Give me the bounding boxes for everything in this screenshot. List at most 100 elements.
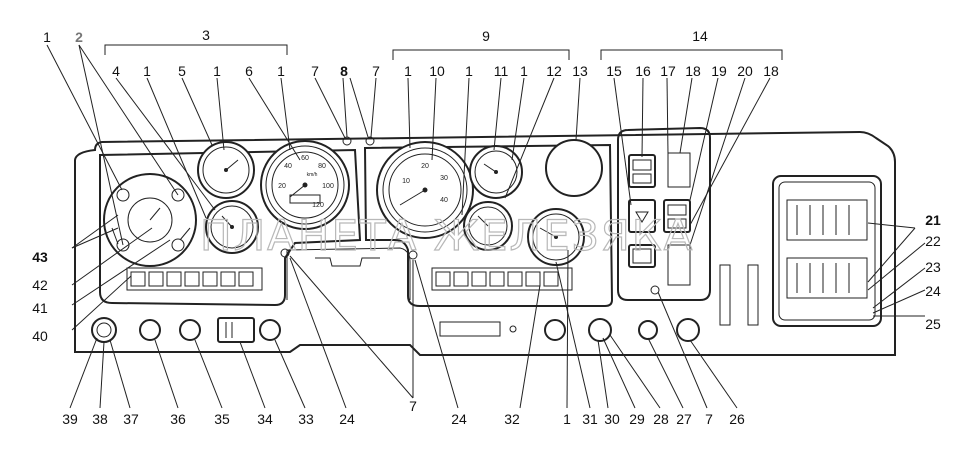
callout: 2 xyxy=(75,29,83,45)
top-callouts: 1 2 4 1 5 1 6 1 7 8 7 1 10 1 11 1 12 13 … xyxy=(43,29,779,79)
callout: 1 xyxy=(277,63,285,79)
control-knob-27[interactable] xyxy=(638,320,658,340)
control-knob-35[interactable] xyxy=(179,319,201,341)
callout: 7 xyxy=(311,63,319,79)
center-indicator-row xyxy=(431,267,573,291)
group-label: 9 xyxy=(482,28,490,44)
callout: 1 xyxy=(43,29,51,45)
callout: 36 xyxy=(170,411,186,427)
callout: 27 xyxy=(676,411,692,427)
label-plate xyxy=(439,321,501,337)
callout: 23 xyxy=(925,259,941,275)
callout: 1 xyxy=(520,63,528,79)
group-label: 14 xyxy=(692,28,708,44)
callout: 40 xyxy=(32,328,48,344)
tachometer-tick-label: 40 xyxy=(440,197,448,204)
vent-slot xyxy=(747,264,759,326)
callout: 42 xyxy=(32,277,48,293)
speedometer-unit: km/h xyxy=(307,172,318,178)
mounting-screw xyxy=(280,248,290,258)
callout: 38 xyxy=(92,411,108,427)
voltmeter-gauge xyxy=(463,201,513,251)
switch-blank-18 xyxy=(667,244,691,286)
watermark: ПЛАНЕТА ЖЕЛЕЗЯКА xyxy=(200,211,694,260)
ignition-switch[interactable] xyxy=(91,317,117,343)
callout: 1 xyxy=(465,63,473,79)
rocker-switch-20[interactable] xyxy=(628,244,656,268)
callout: 6 xyxy=(245,63,253,79)
speedometer-tick-label: 120 xyxy=(312,202,324,209)
speedometer-tick-label: 60 xyxy=(301,155,309,162)
callout: 30 xyxy=(604,411,620,427)
callout: 16 xyxy=(635,63,651,79)
speedometer-tick-label: 80 xyxy=(318,163,326,170)
left-callouts: 43 42 41 40 xyxy=(32,249,48,344)
callout: 35 xyxy=(214,411,230,427)
control-knob-26[interactable] xyxy=(676,318,700,342)
switch-panel xyxy=(617,126,711,301)
callout: 33 xyxy=(298,411,314,427)
callout: 21 xyxy=(925,212,941,228)
switch-blank-17 xyxy=(667,152,691,188)
fuel-gauge xyxy=(197,141,255,199)
callout: 13 xyxy=(572,63,588,79)
callout: 22 xyxy=(925,233,941,249)
group-label: 3 xyxy=(202,27,210,43)
callout: 41 xyxy=(32,300,48,316)
speedometer: 20 40 60 80 100 120 km/h xyxy=(260,140,350,230)
callout: 12 xyxy=(546,63,562,79)
callout: 24 xyxy=(339,411,355,427)
callout: 24 xyxy=(451,411,467,427)
control-knob-36[interactable] xyxy=(139,319,161,341)
callout: 1 xyxy=(213,63,221,79)
temperature-gauge xyxy=(205,200,259,254)
callout: 25 xyxy=(925,316,941,332)
vent-slot xyxy=(719,264,731,326)
speedometer-tick-label: 20 xyxy=(278,183,286,190)
group-bracket-9: 9 xyxy=(392,28,570,60)
callout: 43 xyxy=(32,249,48,265)
left-indicator-row xyxy=(126,267,263,291)
hazard-switch[interactable] xyxy=(628,199,656,233)
callout: 28 xyxy=(653,411,669,427)
mounting-screw xyxy=(408,250,418,260)
callout: 5 xyxy=(178,63,186,79)
control-knob-29[interactable] xyxy=(588,318,612,342)
center-recess xyxy=(286,247,411,300)
cigarette-lighter[interactable] xyxy=(509,325,517,333)
rocker-switch-19[interactable] xyxy=(663,199,691,233)
callout: 34 xyxy=(257,411,273,427)
callout: 1 xyxy=(143,63,151,79)
callout: 31 xyxy=(582,411,598,427)
right-callouts: 21 22 23 24 25 xyxy=(925,212,941,332)
group-bracket-14: 14 xyxy=(600,28,783,60)
tachometer: 10 20 30 40 xyxy=(376,141,474,239)
callout: 29 xyxy=(629,411,645,427)
multi-gauge-cluster xyxy=(103,173,197,267)
callout: 4 xyxy=(112,63,120,79)
callout: 8 xyxy=(340,63,348,79)
tachometer-tick-label: 20 xyxy=(421,163,429,170)
callout: 7 xyxy=(409,398,417,414)
mounting-screw xyxy=(365,136,375,146)
blank-gauge-plug xyxy=(545,139,603,197)
speedometer-tick-label: 40 xyxy=(284,163,292,170)
callout: 20 xyxy=(737,63,753,79)
speedometer-tick-label: 100 xyxy=(322,183,334,190)
callout: 39 xyxy=(62,411,78,427)
callout: 7 xyxy=(372,63,380,79)
callout: 11 xyxy=(494,63,509,79)
callout: 17 xyxy=(660,63,676,79)
rocker-switch-34[interactable] xyxy=(217,317,255,343)
bottom-callouts: 39 38 37 36 35 34 33 24 7 24 32 1 31 30 … xyxy=(62,398,745,427)
callout: 18 xyxy=(685,63,701,79)
center-gauge-panel xyxy=(363,143,614,307)
control-knob[interactable] xyxy=(544,319,566,341)
callout: 26 xyxy=(729,411,745,427)
control-knob-33[interactable] xyxy=(259,319,281,341)
fuse-box xyxy=(772,175,882,327)
leader-lines xyxy=(46,44,926,409)
mounting-screw xyxy=(650,285,660,295)
group-bracket-3: 3 xyxy=(104,27,288,55)
